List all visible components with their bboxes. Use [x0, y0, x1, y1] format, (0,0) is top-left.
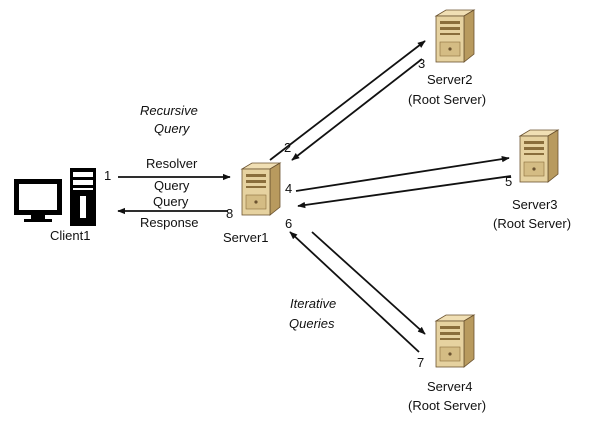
- server3-icon: [519, 129, 559, 183]
- resolver-label: Resolver: [146, 156, 198, 171]
- server3-label: Server3: [512, 197, 558, 212]
- server3-role: (Root Server): [493, 216, 571, 231]
- iterative-annotation-line1: Iterative: [290, 296, 336, 311]
- server4-icon: [435, 314, 475, 368]
- query-to-server4-arrow: [311, 231, 426, 335]
- referral-from-server2-arrow: [291, 58, 423, 161]
- client-label: Client1: [50, 228, 90, 243]
- referral-from-server3-arrow: [297, 175, 512, 209]
- client-workstation-icon: [14, 168, 96, 226]
- step-2: 2: [284, 140, 291, 155]
- query-to-server3-arrow: [295, 155, 510, 192]
- step-6: 6: [285, 216, 292, 231]
- step-3: 3: [418, 56, 425, 71]
- server2-icon: [435, 9, 475, 63]
- step-5: 5: [505, 174, 512, 189]
- response-label: Response: [140, 215, 199, 230]
- recursive-annotation-line1: Recursive: [140, 103, 198, 118]
- server4-role: (Root Server): [408, 398, 486, 413]
- query-to-server2-arrow: [269, 40, 426, 161]
- server1-icon: [241, 162, 281, 216]
- answer-from-server4-arrow: [289, 231, 420, 353]
- step-8: 8: [226, 206, 233, 221]
- server2-label: Server2: [427, 72, 473, 87]
- iterative-annotation-line2: Queries: [289, 316, 335, 331]
- response-query-label: Query: [153, 194, 189, 209]
- server4-label: Server4: [427, 379, 473, 394]
- step-7: 7: [417, 355, 424, 370]
- server2-role: (Root Server): [408, 92, 486, 107]
- recursive-annotation-line2: Query: [154, 121, 191, 136]
- step-1: 1: [104, 168, 111, 183]
- step-4: 4: [285, 181, 292, 196]
- resolver-query-label: Query: [154, 178, 190, 193]
- server1-label: Server1: [223, 230, 269, 245]
